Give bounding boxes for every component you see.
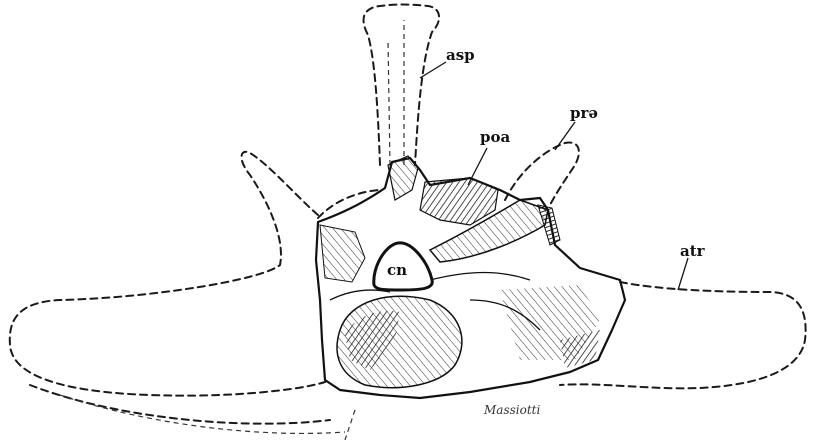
label-pra: prə: [570, 104, 598, 122]
label-poa-group: poa: [468, 128, 510, 185]
label-asp: asp: [446, 46, 475, 64]
label-cn: cn: [387, 261, 407, 279]
label-poa: poa: [480, 128, 510, 146]
label-pra-group: prə: [555, 104, 598, 150]
left-transverse-process-outline: [10, 152, 325, 396]
artist-signature: Massiotti: [483, 403, 540, 417]
neural-canal: cn: [374, 243, 432, 290]
label-atr: atr: [680, 242, 706, 260]
neural-spine-outline: [364, 5, 440, 166]
prezygapophysis-outline: [505, 143, 579, 205]
label-atr-group: atr: [678, 242, 706, 290]
label-asp-group: asp: [420, 46, 475, 78]
